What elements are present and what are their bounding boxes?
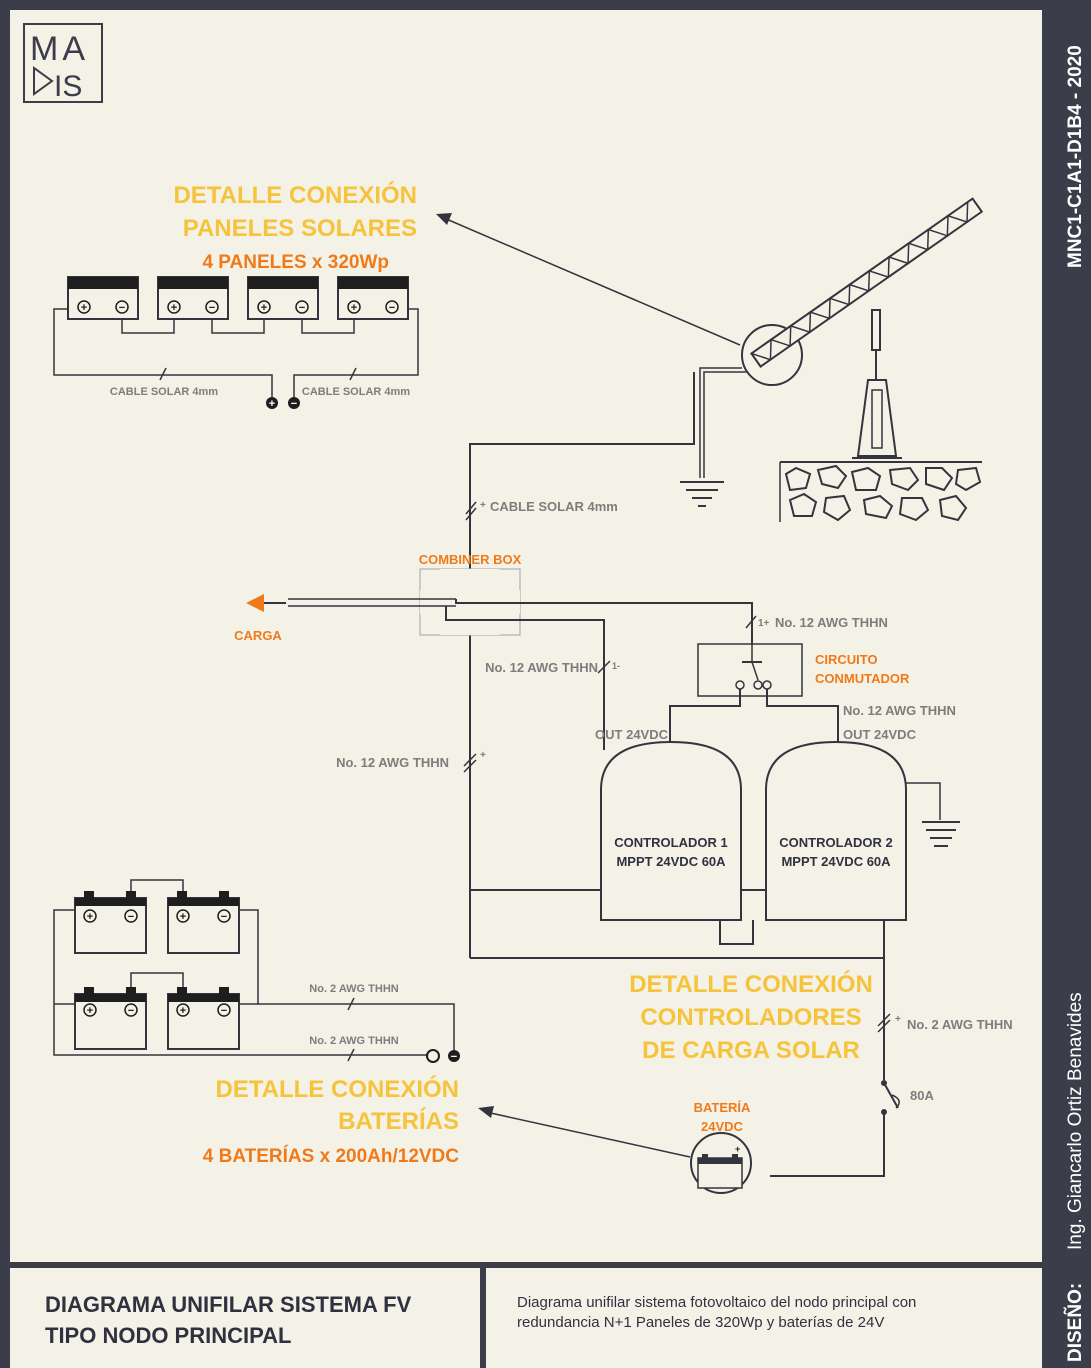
svg-text:+: + (269, 398, 275, 410)
svg-text:+: + (480, 750, 486, 761)
svg-text:−: − (128, 911, 134, 923)
svg-text:MA: MA (30, 30, 89, 68)
svg-text:−: − (221, 1005, 227, 1017)
svg-text:−: − (119, 302, 125, 314)
batteries-awg-bottom: No. 2 AWG THHN (309, 1035, 398, 1047)
panels-subtitle: 4 PANELES x 320Wp (202, 252, 389, 273)
panels-cable-right: CABLE SOLAR 4mm (302, 386, 410, 398)
svg-text:+: + (480, 500, 486, 511)
awg12-top-label: No. 12 AWG THHN (775, 615, 888, 630)
batteries-subtitle: 4 BATERÍAS x 200Ah/12VDC (203, 1145, 460, 1167)
pointer-arrow-panels (436, 213, 741, 346)
svg-text:+: + (261, 302, 267, 314)
battery: + − (167, 987, 240, 1050)
svg-text:−: − (128, 1005, 134, 1017)
combiner-label: COMBINER BOX (419, 552, 522, 567)
drawing-code: MNC1-C1A1-D1B4 - 2020 (1065, 45, 1086, 268)
svg-text:−: − (221, 911, 227, 923)
load-arrow-icon (246, 594, 264, 612)
svg-text:−: − (291, 398, 297, 410)
svg-text:−: − (389, 302, 395, 314)
battery-feeder: + No. 2 AWG THHN 80A (770, 958, 1013, 1177)
solar-panel: + − (337, 276, 409, 320)
svg-text:+: + (87, 911, 93, 923)
footer-desc-2: redundancia N+1 Paneles de 320Wp y bater… (517, 1314, 884, 1331)
svg-text:+: + (895, 1014, 901, 1025)
svg-text:1+: 1+ (758, 618, 770, 629)
svg-text:+: + (171, 302, 177, 314)
svg-text:+: + (87, 1005, 93, 1017)
footer-desc-1: Diagrama unifilar sistema fotovoltaico d… (517, 1294, 916, 1311)
batteries-title-1: DETALLE CONEXIÓN (215, 1075, 459, 1103)
load-label: CARGA (234, 628, 282, 643)
footer-title-2: TIPO NODO PRINCIPAL (45, 1323, 292, 1348)
svg-text:+: + (735, 1144, 740, 1154)
drawing-area (10, 10, 1042, 1262)
out-label-1: OUT 24VDC (595, 727, 669, 742)
batteries-detail: + − + − + − + − (53, 879, 460, 1167)
footer-desc-box (486, 1268, 1042, 1368)
solar-array-structure-icon (680, 197, 984, 522)
battery: + − (167, 891, 240, 954)
awg12-left-label: No. 12 AWG THHN (336, 755, 449, 770)
panels-positive-terminal (266, 397, 278, 409)
svg-text:+: + (351, 302, 357, 314)
batteries-awg-top: No. 2 AWG THHN (309, 983, 398, 995)
controllers-title-2: CONTROLADORES (640, 1004, 861, 1031)
design-label: DISEÑO: (1064, 1283, 1086, 1362)
solar-panel: + − (67, 276, 139, 320)
batteries-negative-terminal (448, 1050, 460, 1062)
svg-text:+: + (180, 1005, 186, 1017)
panels-title-1: DETALLE CONEXIÓN (173, 181, 417, 209)
madis-logo: MA IS (23, 23, 103, 103)
panels-cable-left: CABLE SOLAR 4mm (110, 386, 218, 398)
solar-panel: + − (247, 276, 319, 320)
controller-2: CONTROLADOR 2 MPPT 24VDC 60A (765, 740, 907, 921)
load-output: CARGA (234, 594, 456, 643)
designer-name: Ing. Giancarlo Ortiz Benavides (1065, 992, 1086, 1250)
controller-1: CONTROLADOR 1 MPPT 24VDC 60A (600, 740, 742, 921)
breaker-icon (883, 1082, 899, 1109)
pointer-arrow-batteries (478, 1106, 691, 1158)
awg12-right-label: No. 12 AWG THHN (843, 703, 956, 718)
battery-label-2: 24VDC (701, 1119, 744, 1134)
battery-bank-icon: + BATERÍA 24VDC (690, 1100, 752, 1194)
controllers-title-3: DE CARGA SOLAR (642, 1037, 860, 1064)
footer-title-box (10, 1268, 480, 1368)
side-strip: MNC1-C1A1-D1B4 - 2020 DISEÑO: Ing. Gianc… (1064, 45, 1086, 1362)
svg-text:+: + (81, 302, 87, 314)
combiner-box: COMBINER BOX (419, 552, 522, 636)
solar-panel: + − (157, 276, 229, 320)
panels-title-2: PANELES SOLARES (183, 215, 417, 242)
controllers-title-1: DETALLE CONEXIÓN (629, 970, 873, 998)
footer-title-1: DIAGRAMA UNIFILAR SISTEMA FV (45, 1292, 412, 1317)
awg2-right-label: No. 2 AWG THHN (907, 1017, 1013, 1032)
battery: + − (74, 987, 147, 1050)
pv-cable-label: CABLE SOLAR 4mm (490, 499, 618, 514)
svg-text:+: + (180, 911, 186, 923)
battery: + − (74, 891, 147, 954)
controller-1-line-2: MPPT 24VDC 60A (616, 854, 726, 869)
batteries-title-2: BATERÍAS (338, 1107, 459, 1135)
panels-negative-terminal (288, 397, 300, 409)
switch-label-2: CONMUTADOR (815, 671, 910, 686)
awg12-mid-label: No. 12 AWG THHN (485, 660, 598, 675)
svg-text:−: − (209, 302, 215, 314)
battery-label-1: BATERÍA (694, 1100, 751, 1115)
panels-detail: DETALLE CONEXIÓN PANELES SOLARES 4 PANEL… (53, 181, 419, 410)
svg-text:1-: 1- (612, 661, 620, 671)
controller-1-line-1: CONTROLADOR 1 (614, 835, 727, 850)
switch-label-1: CIRCUITO (815, 652, 878, 667)
svg-text:−: − (299, 302, 305, 314)
batteries-positive-terminal (426, 1049, 440, 1063)
out-label-2: OUT 24VDC (843, 727, 917, 742)
controller-2-line-2: MPPT 24VDC 60A (781, 854, 891, 869)
breaker-label: 80A (910, 1088, 934, 1103)
pv-feeders: + CABLE SOLAR 4mm (465, 372, 695, 958)
svg-text:−: − (451, 1051, 457, 1063)
svg-text:IS: IS (54, 70, 82, 103)
controller-2-line-1: CONTROLADOR 2 (779, 835, 892, 850)
